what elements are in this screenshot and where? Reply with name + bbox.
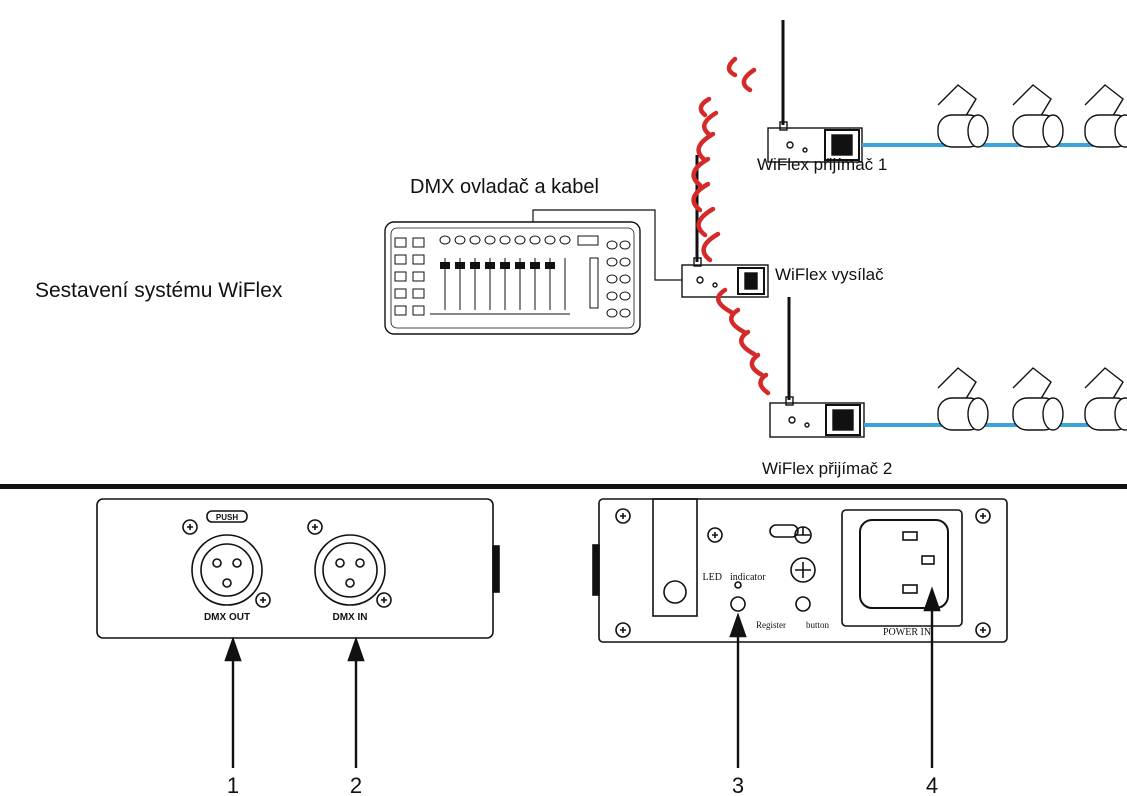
callout-arrows xyxy=(224,586,941,768)
callout-3: 3 xyxy=(732,773,744,796)
dmx-in-label: DMX IN xyxy=(333,612,368,623)
receiver2-label: WiFlex přijímač 2 xyxy=(762,459,892,478)
receiver2-unit xyxy=(769,297,865,438)
callout-2: 2 xyxy=(350,773,362,796)
dmx-controller xyxy=(384,221,641,335)
callout-1: 1 xyxy=(227,773,239,796)
light-fixtures-row1 xyxy=(862,84,1127,148)
controller-label: DMX ovladač a kabel xyxy=(410,176,599,198)
button-label: button xyxy=(806,620,830,630)
dmx-out-label: DMX OUT xyxy=(204,612,250,623)
radio-signal-waves xyxy=(691,56,771,396)
receiver1-unit xyxy=(767,20,863,163)
light-fixtures-row2 xyxy=(864,367,1127,431)
rear-panel-right xyxy=(592,498,1008,643)
led-label: LED xyxy=(703,572,722,583)
power-in-label: POWER IN xyxy=(883,627,931,638)
diagram-title: Sestavení systému WiFlex xyxy=(35,279,283,302)
front-panel-left xyxy=(96,498,500,639)
section-divider xyxy=(0,484,1127,489)
callout-4: 4 xyxy=(926,773,938,796)
register-label: Register xyxy=(756,620,786,630)
indicator-label: indicator xyxy=(730,572,766,583)
push-label: PUSH xyxy=(216,513,238,522)
receiver1-label: WiFlex přijímač 1 xyxy=(757,155,887,174)
transmitter-label: WiFlex vysílač xyxy=(775,265,884,284)
dmx-cable xyxy=(532,209,682,281)
